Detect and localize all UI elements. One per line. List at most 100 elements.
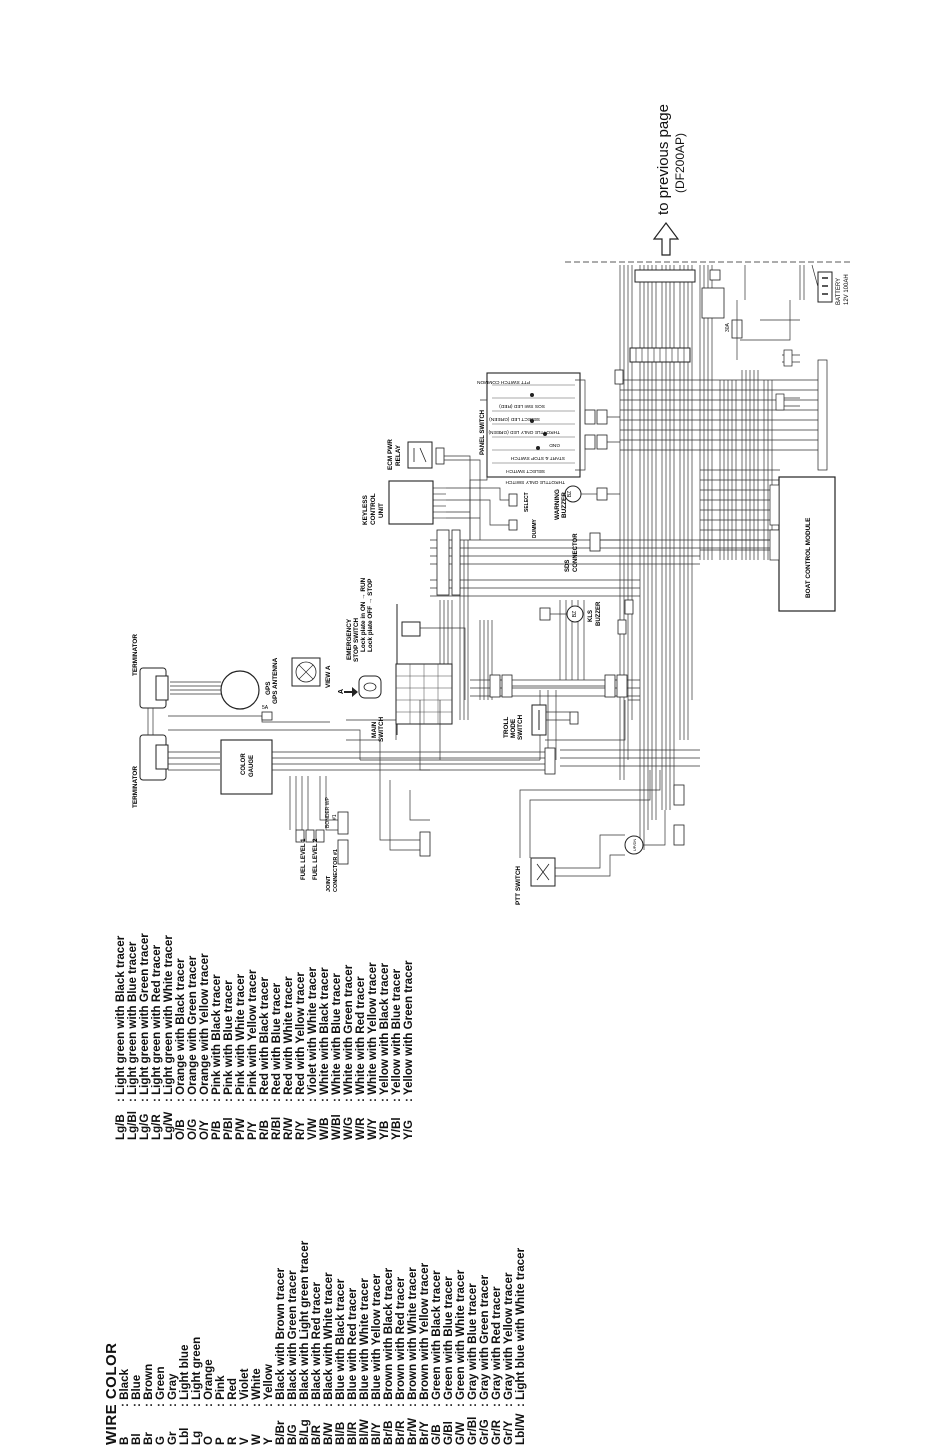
legend-code: Bl/W [359, 1407, 371, 1445]
keyless-label-3: UNIT [378, 503, 385, 518]
small-connector-a [618, 620, 626, 634]
legend-code: P [215, 1407, 227, 1445]
keyless-control-unit [389, 481, 433, 524]
legend-code: Gr/Bl [467, 1407, 479, 1445]
relay-block [702, 288, 724, 318]
color-gauge-label-2: GAUGE [249, 755, 255, 777]
main-harness-bundle [430, 265, 825, 850]
fuse-5a [262, 712, 272, 720]
panel-start-stop-label: START & STOP SWITCH [510, 455, 565, 461]
panel-switch [487, 373, 580, 477]
ptt-symbol: UP/DN [632, 839, 637, 852]
warning-buzzer-label-2: BUZZER [561, 492, 568, 518]
legend-code: Y [263, 1407, 275, 1445]
bonder-wp-label-2: #1 [332, 814, 338, 820]
wiring-schematic: BATTERY 12V 100AH 30A PTT SWITCH COMMON … [0, 0, 950, 1372]
kls-buzzer-label-2: BUZZER [596, 601, 602, 626]
legend-code: B/G [287, 1407, 299, 1445]
joint-connector-label-1: JOINT [326, 875, 332, 892]
terminator-top [140, 668, 168, 708]
legend-code: Lbl/W [515, 1407, 527, 1445]
kls-buzzer-label-1: KLS [588, 610, 594, 622]
panel-switch-label: PANEL SWITCH [480, 410, 486, 455]
legend-code: B [119, 1407, 131, 1445]
battery [800, 265, 832, 302]
boat-control-module-label: BOAT CONTROL MODULE [805, 517, 812, 598]
legend-code: B/Br [275, 1407, 287, 1445]
legend-code: G [155, 1407, 167, 1445]
color-gauge-label-1: COLOR [241, 753, 247, 775]
legend-code: Lg [191, 1407, 203, 1445]
legend-code: B/W [323, 1407, 335, 1445]
fuel-level-1-label: FUEL LEVEL 1 [301, 838, 307, 880]
ecm-pwr-relay-label: ECM PWR [387, 439, 394, 470]
panel-gnd-label: GND [549, 442, 560, 448]
keyless-label-2: CONTROL [370, 493, 377, 525]
troll-mode-switch [532, 705, 578, 735]
ptt-switch [531, 810, 665, 886]
main-switch [344, 664, 452, 724]
ecm-pwr-relay-label-2: RELAY [395, 444, 402, 466]
legend-code: Br/B [383, 1407, 395, 1445]
terminator-bottom [140, 735, 168, 780]
emergency-label-1: EMERGENCY [346, 618, 353, 660]
gps-antenna-label-1: GPS [265, 681, 272, 695]
troll-label-2: MODE [510, 718, 517, 738]
legend-code: R [227, 1407, 239, 1445]
fuse-5a-label: 5A [262, 705, 269, 711]
view-a-marker: A [338, 689, 345, 694]
legend-code: Gr/R [491, 1407, 503, 1445]
terminator-bottom-label: TERMINATOR [132, 766, 139, 808]
legend-code: Gr [167, 1407, 179, 1445]
kls-buzzer-symbol: BZ [572, 611, 578, 617]
bonder-wp-connector [338, 812, 348, 834]
emergency-label-3: Lock plate in ON → RUN [360, 577, 367, 652]
panel-ptt-common-label: PTT SWITCH COMMON [477, 379, 530, 385]
legend-code: Gr/G [479, 1407, 491, 1445]
dummy-label: DUMMY [532, 518, 538, 538]
dummy-connector [509, 520, 517, 530]
main-switch-label-1: MAIN [371, 721, 378, 738]
legend-code: Gr/Y [503, 1407, 515, 1445]
battery-label: BATTERY [836, 278, 842, 305]
legend-code: Br/W [407, 1407, 419, 1445]
emergency-label-4: Lock plate OFF → STOP [367, 578, 374, 652]
ptt-switch-label: PTT SWITCH [515, 866, 522, 905]
gps-antenna-label-2: GPS ANTENNA [272, 657, 279, 704]
troll-label-1: TROLL [503, 717, 510, 738]
legend-code: Bl/Y [371, 1407, 383, 1445]
legend-code: O [203, 1407, 215, 1445]
warning-buzzer-label-1: WARNING [554, 489, 561, 520]
joint-connector [338, 840, 348, 864]
legend-code: G/B [431, 1407, 443, 1445]
sds-connector-label-2: CONNECTOR [573, 533, 579, 572]
panel-sos-led-label: SOS SWI LED (RED) [499, 403, 545, 409]
keyless-pins [433, 488, 446, 518]
panel-switch-connectors [585, 410, 607, 449]
sds-connector-label-1: SDS [565, 560, 571, 572]
view-a-detail [292, 658, 320, 686]
fuse-30a [732, 300, 742, 360]
top-connector-2 [635, 270, 695, 282]
small-connector-c [545, 748, 555, 774]
legend-code: W [251, 1407, 263, 1445]
small-connector-b [420, 832, 430, 856]
panel-throttle-led-label: THROTTLE ONLY LED (GREEN) [488, 429, 560, 435]
legend-code: Lbl [179, 1407, 191, 1445]
legend-code: B/Lg [299, 1407, 311, 1445]
legend-code: Bl [131, 1407, 143, 1445]
relay-small [710, 270, 720, 280]
legend-code: G/W [455, 1407, 467, 1445]
keyless-label-1: KEYLESS [362, 494, 369, 525]
legend-code: Br/Y [419, 1407, 431, 1445]
terminator-top-label: TERMINATOR [132, 634, 139, 676]
legend-code: Bl/B [335, 1407, 347, 1445]
legend-code: Br [143, 1407, 155, 1445]
fuse-30a-label: 30A [725, 322, 731, 332]
legend-code: Bl/R [347, 1407, 359, 1445]
bonder-wp-label: BONDER WP [325, 797, 331, 829]
legend-code: V [239, 1407, 251, 1445]
joint-connector-label-2: CONNECTOR #1 [333, 849, 339, 892]
panel-select-led-label: SELECT LED (GREEN) [489, 416, 540, 422]
